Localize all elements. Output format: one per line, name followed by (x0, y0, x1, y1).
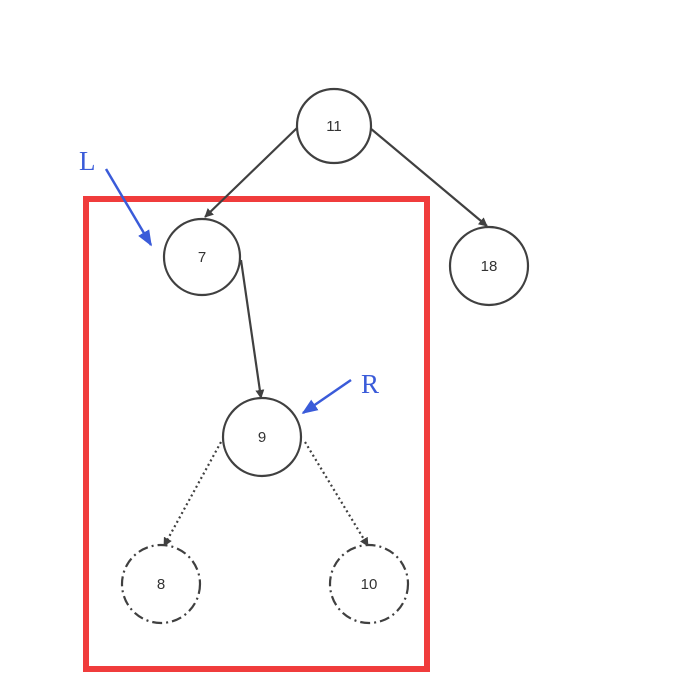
node-11-circle (295, 87, 373, 165)
node-8: 8 (120, 543, 202, 625)
node-8-label: 8 (157, 576, 165, 593)
node-11-label: 11 (326, 118, 342, 135)
node-9-label: 9 (258, 429, 266, 446)
node-9-circle (221, 396, 303, 478)
node-10: 10 (328, 543, 410, 625)
edge-11-to-18 (369, 127, 488, 227)
annotation-right-arrow (301, 378, 352, 415)
annotation-left: L (79, 146, 153, 247)
annotation-left-label: L (79, 146, 96, 176)
annotation-left-arrow (104, 168, 153, 247)
annotation-right-label: R (361, 369, 379, 399)
node-10-circle (328, 543, 410, 625)
node-18-circle (448, 225, 530, 307)
node-11: 11 (295, 87, 373, 165)
node-7-label: 7 (198, 249, 206, 266)
node-18-label: 18 (481, 258, 498, 275)
node-9: 9 (221, 396, 303, 478)
node-10-label: 10 (361, 576, 378, 593)
edge-7-to-9 (239, 259, 265, 399)
annotation-right: R (301, 369, 379, 415)
edges (163, 127, 488, 547)
node-8-circle (120, 543, 202, 625)
node-7: 7 (162, 217, 242, 297)
node-7-circle (162, 217, 242, 297)
edge-9-to-8 (163, 441, 222, 547)
edge-11-to-7 (204, 127, 298, 218)
node-18: 18 (448, 225, 530, 307)
edge-9-to-10 (304, 441, 369, 547)
subtree-highlight-box (83, 196, 430, 672)
